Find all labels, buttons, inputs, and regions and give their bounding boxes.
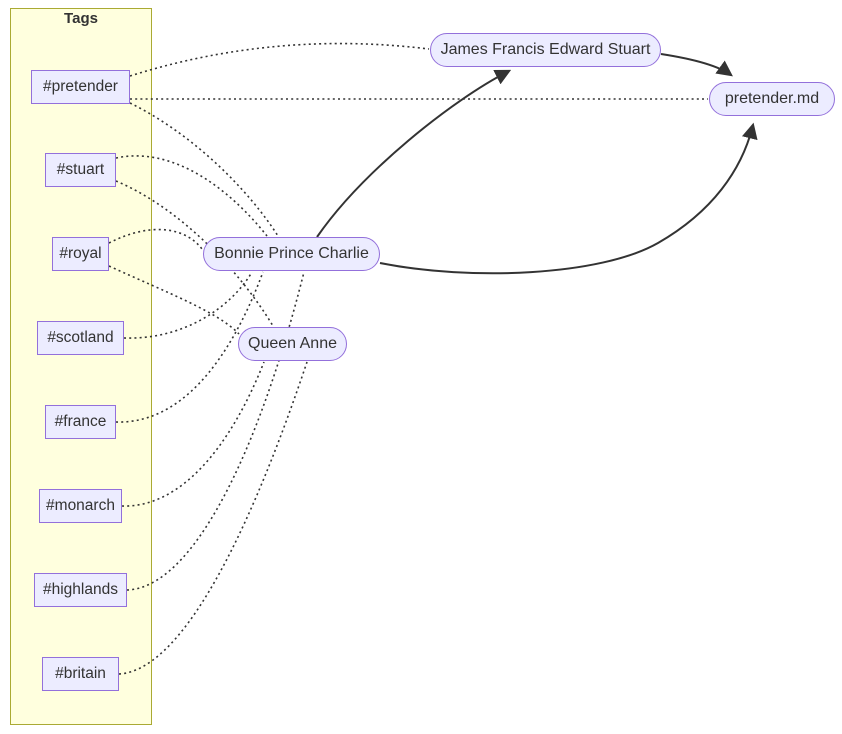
note-label: pretender.md [724, 90, 820, 107]
note-label: Bonnie Prince Charlie [214, 245, 369, 262]
tag-node-monarch[interactable]: #monarch [39, 489, 122, 523]
edge-scotland-to-bonnie [123, 271, 253, 339]
tag-label: #france [54, 413, 107, 430]
tag-node-pretender[interactable]: #pretender [31, 70, 130, 104]
edge-britain-to-anne [118, 361, 308, 675]
edge-monarch-to-anne [121, 361, 265, 507]
tag-label: #britain [55, 665, 106, 682]
tags-cluster-label: Tags [64, 10, 98, 27]
edge-bonnie-to-james-arrow [316, 69, 512, 238]
tag-node-britain[interactable]: #britain [42, 657, 119, 691]
note-label: James Francis Edward Stuart [440, 41, 651, 58]
tag-label: #scotland [47, 329, 114, 346]
edge-france-to-bonnie [115, 271, 264, 423]
tag-node-stuart[interactable]: #stuart [45, 153, 116, 187]
edge-stuart-to-bonnie [115, 155, 268, 237]
note-node-james-francis-edward-stuart[interactable]: James Francis Edward Stuart [430, 33, 661, 67]
edge-pretender-to-james [129, 42, 430, 77]
edge-royal-to-bonnie [108, 228, 203, 250]
note-node-pretender-md[interactable]: pretender.md [709, 82, 835, 116]
edge-highlands-to-bonnie [126, 271, 305, 591]
tag-node-highlands[interactable]: #highlands [34, 573, 127, 607]
tag-label: #stuart [56, 161, 105, 178]
edge-royal-to-anne [108, 265, 240, 335]
tag-label: #royal [59, 245, 102, 262]
note-node-queen-anne[interactable]: Queen Anne [238, 327, 347, 361]
note-label: Queen Anne [248, 335, 337, 352]
tag-label: #highlands [43, 581, 118, 598]
tag-label: #monarch [46, 497, 115, 514]
tag-label: #pretender [43, 78, 118, 95]
edge-james-to-file-arrow [660, 53, 733, 77]
tag-node-royal[interactable]: #royal [52, 237, 109, 271]
tag-node-france[interactable]: #france [45, 405, 116, 439]
note-node-bonnie-prince-charlie[interactable]: Bonnie Prince Charlie [203, 237, 380, 271]
edge-pretender-to-bonnie [129, 102, 279, 237]
edge-bonnie-to-file-arrow [379, 122, 758, 275]
tag-node-scotland[interactable]: #scotland [37, 321, 124, 355]
